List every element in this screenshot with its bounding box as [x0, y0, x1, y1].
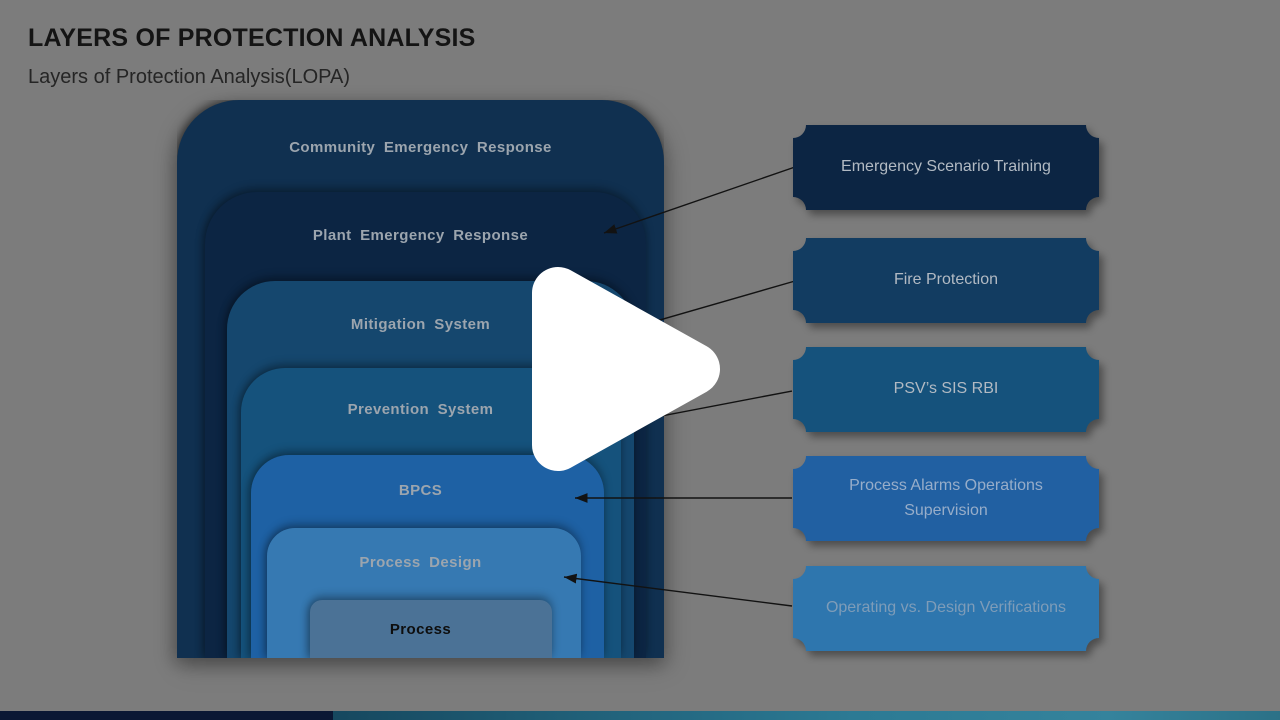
layer-label-plant-emergency-response: Plant Emergency Response: [312, 227, 529, 244]
layer-label-community-emergency-response: Community Emergency Response: [289, 139, 552, 156]
layer-label-process-design: Process Design: [359, 554, 482, 571]
callout-psv-sis-rbi: PSV’s SIS RBI: [793, 347, 1099, 432]
plaque-shape: [793, 347, 1099, 432]
callout-fire-protection: Fire Protection: [793, 238, 1099, 323]
plaque-shape: [793, 125, 1099, 210]
layer-label-bpcs: BPCS: [398, 482, 443, 499]
callout-label: Process Alarms Operations Supervision: [849, 476, 1043, 519]
callout-emergency-scenario-training: Emergency Scenario Training: [793, 125, 1099, 210]
callout-operating-vs-design-verifications: Operating vs. Design Verifications: [793, 566, 1099, 651]
play-icon: [532, 267, 720, 471]
plaque-shape: [793, 456, 1099, 541]
layer-label-prevention-system: Prevention System: [347, 401, 494, 418]
callout-label: PSV’s SIS RBI: [893, 380, 999, 398]
plaque-shape: [793, 238, 1099, 323]
footer-bar-teal: [333, 711, 1280, 720]
layer-label-process: Process: [389, 621, 452, 638]
page-title: LAYERS OF PROTECTION ANALYSIS: [28, 24, 476, 52]
page-subtitle: Layers of Protection Analysis(LOPA): [28, 66, 350, 88]
plaque-shape: [793, 566, 1099, 651]
layer-label-mitigation-system: Mitigation System: [350, 316, 491, 333]
layer-process: [310, 600, 552, 658]
callout-label: Emergency Scenario Training: [841, 158, 1051, 176]
footer-bar-navy: [0, 711, 333, 720]
callout-process-alarms-operations-supervision: Process Alarms Operations Supervision: [793, 456, 1099, 541]
callout-label: Fire Protection: [893, 271, 999, 289]
callout-label: Operating vs. Design Verifications: [825, 599, 1067, 617]
